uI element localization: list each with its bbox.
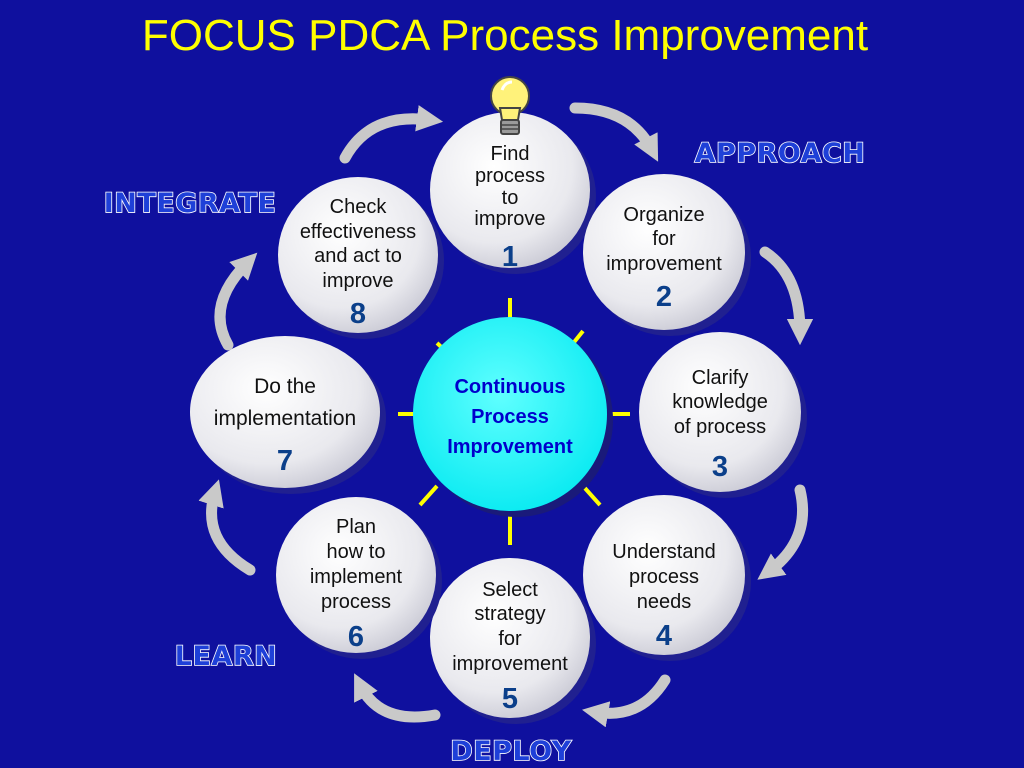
step-node-body xyxy=(583,495,745,655)
step-7-label-line: Do the xyxy=(254,375,316,398)
step-node-body xyxy=(430,112,590,268)
step-7-label-line: implementation xyxy=(214,407,356,430)
step-1-label-line: improve xyxy=(474,208,545,230)
step-6-number: 6 xyxy=(348,621,364,653)
center-line-1: Continuous xyxy=(454,376,565,398)
step-node-body xyxy=(278,177,438,333)
cycle-arrow xyxy=(757,484,809,580)
center-line-2: Process xyxy=(471,406,549,428)
step-4-label-line: needs xyxy=(637,591,692,613)
step-node-6: Plan how to implement process 6 xyxy=(276,497,442,659)
step-5-label-line: Select xyxy=(482,579,538,601)
step-nodes: Findprocesstoimprove1Organizeforimprovem… xyxy=(190,112,807,724)
cycle-arrows xyxy=(198,102,814,728)
center-circle: Continuous Process Improvement xyxy=(413,317,613,517)
step-4-number: 4 xyxy=(656,620,672,652)
step-2-label-line: Organize xyxy=(623,204,704,226)
phase-label-learn: LEARN xyxy=(175,641,277,672)
step-1-number: 1 xyxy=(502,241,518,273)
spoke xyxy=(581,484,602,507)
cycle-arrow xyxy=(339,105,444,164)
step-8-label-line: and act to xyxy=(314,245,402,267)
lightbulb-highlight xyxy=(500,80,513,91)
step-3-number: 3 xyxy=(712,451,728,483)
center-line-3: Improvement xyxy=(447,436,573,458)
step-8-number: 8 xyxy=(350,298,366,330)
step-6-label-line: implement xyxy=(310,566,403,588)
step-8-label-line: improve xyxy=(322,270,393,292)
step-6-label-line: Plan xyxy=(336,516,376,538)
step-2-label-line: for xyxy=(652,228,676,250)
step-node-body xyxy=(276,497,436,653)
step-4-label-line: process xyxy=(629,566,699,588)
step-1-label-line: to xyxy=(502,187,519,209)
step-2-number: 2 xyxy=(656,281,672,313)
step-5-label-line: strategy xyxy=(474,603,545,625)
step-3-label-line: knowledge xyxy=(672,391,768,413)
step-node-body xyxy=(639,332,801,492)
step-3-label-line: of process xyxy=(674,416,766,438)
step-7-number: 7 xyxy=(277,445,293,477)
step-6-label-line: process xyxy=(321,591,391,613)
step-8-label-line: Check xyxy=(330,196,388,218)
cycle-arrow xyxy=(759,246,814,346)
step-5-label-line: for xyxy=(498,628,522,650)
step-3-label-line: Clarify xyxy=(692,367,749,389)
phase-label-deploy: DEPLOY xyxy=(450,736,571,767)
phase-label-approach: APPROACH xyxy=(695,138,866,169)
step-5-label-line: improvement xyxy=(452,653,568,675)
spoke xyxy=(418,484,439,507)
cycle-arrow xyxy=(569,102,659,162)
step-8-label-line: effectiveness xyxy=(300,221,416,243)
step-node-4: Understand process needs 4 xyxy=(583,495,751,661)
page-title: FOCUS PDCA Process Improvement xyxy=(142,11,868,60)
step-4-label-line: Understand xyxy=(612,541,715,563)
cycle-arrow xyxy=(214,252,258,351)
lightbulb-icon xyxy=(490,76,530,135)
lightbulb-base xyxy=(500,119,520,135)
cycle-arrow xyxy=(198,479,256,576)
cycle-arrow xyxy=(582,674,671,728)
step-1-label-line: Find xyxy=(491,143,530,165)
step-node-body xyxy=(430,558,590,718)
step-node-body xyxy=(190,336,380,488)
step-5-number: 5 xyxy=(502,683,518,715)
step-6-label-line: how to xyxy=(327,541,386,563)
cycle-arrow xyxy=(354,673,441,723)
step-2-label-line: improvement xyxy=(606,253,722,275)
center-circle-body xyxy=(413,317,607,511)
lightbulb-neck xyxy=(498,107,522,121)
step-1-label-line: process xyxy=(475,165,545,187)
step-node-7: Do the implementation 7 xyxy=(190,336,386,494)
phase-label-integrate: INTEGRATE xyxy=(104,188,277,219)
step-node-body xyxy=(583,174,745,330)
